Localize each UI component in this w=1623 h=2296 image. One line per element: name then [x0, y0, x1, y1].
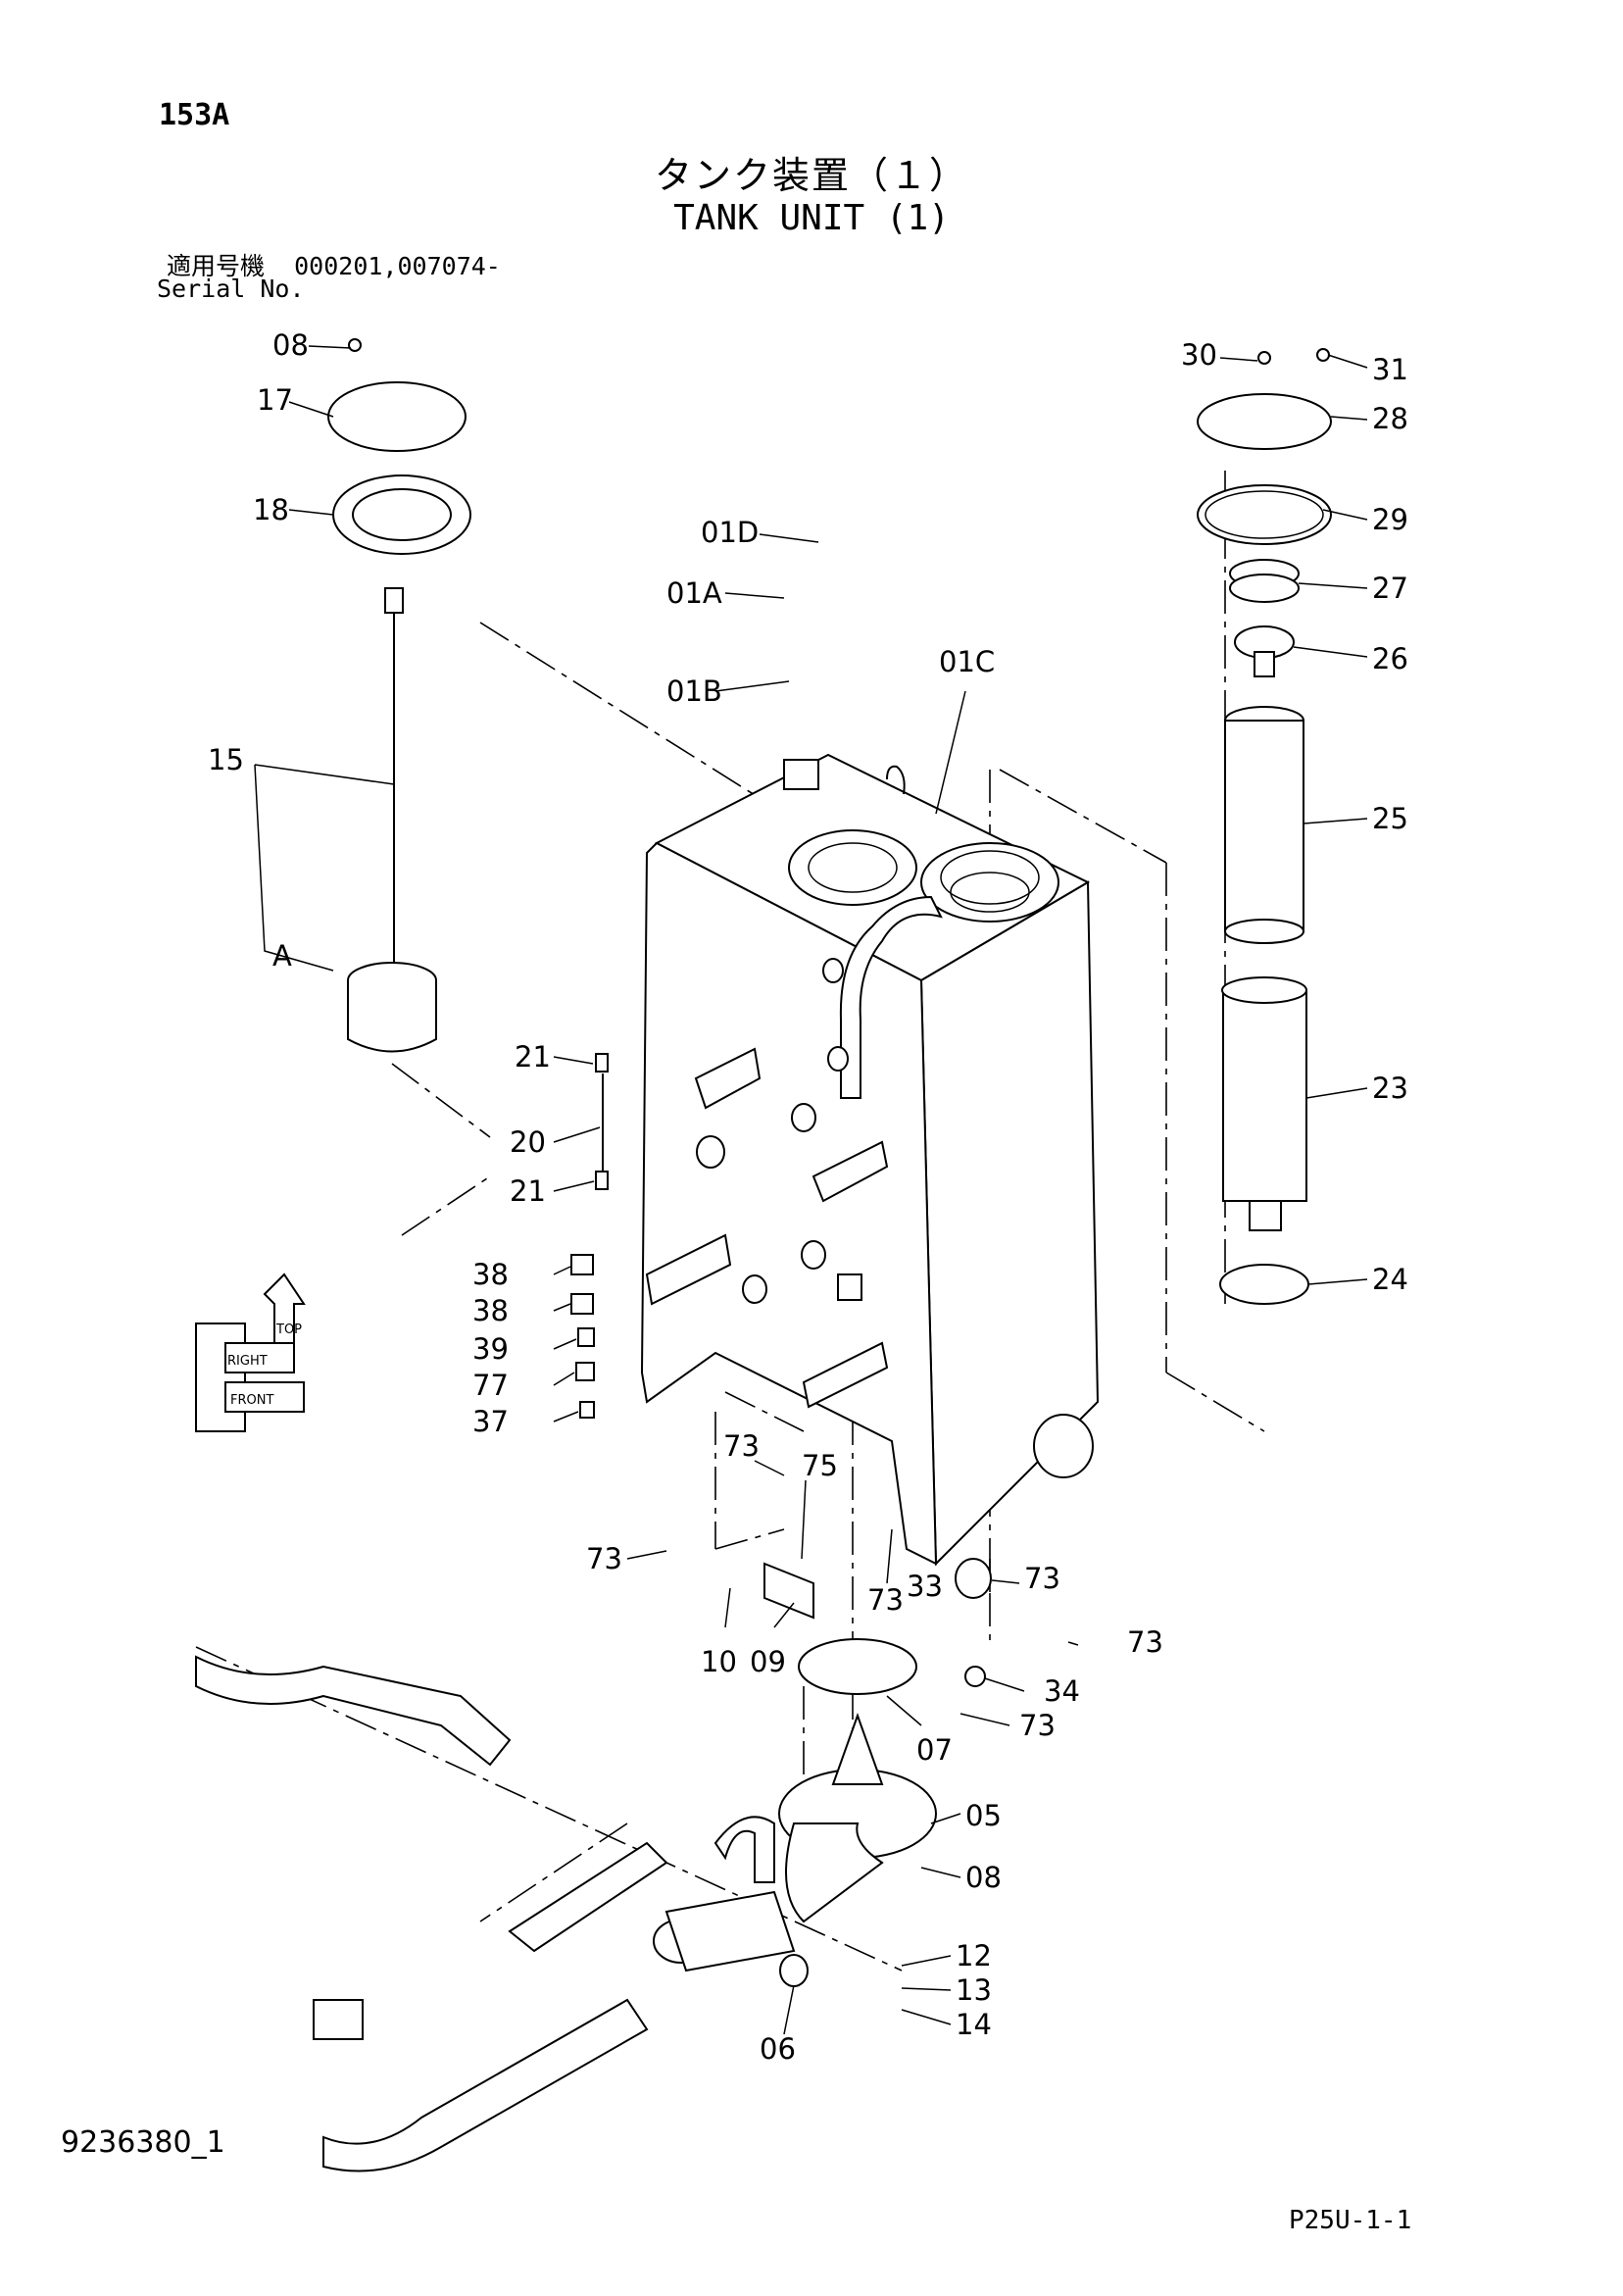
callout-01B: 01B [666, 674, 722, 708]
alignment-lines [195, 471, 1265, 1972]
lower-assembly [195, 1558, 992, 2172]
callout-26: 26 [1372, 642, 1408, 675]
callout-73-e: 73 [1127, 1625, 1163, 1659]
serial-values: 000201,007074- [294, 252, 501, 280]
badge-label-right: RIGHT [227, 1354, 268, 1369]
callout-37: 37 [472, 1405, 509, 1438]
callout-38-a: 38 [472, 1258, 509, 1291]
callout-73-c: 73 [867, 1583, 904, 1617]
sheet-code: P25U-1-1 [1289, 2206, 1412, 2235]
leader-lines [254, 345, 1368, 2035]
callout-28: 28 [1372, 402, 1408, 435]
right-parts [1197, 348, 1332, 1305]
callout-08-b: 08 [965, 1861, 1002, 1894]
callout-01D: 01D [701, 516, 759, 549]
callout-34: 34 [1044, 1674, 1080, 1708]
callout-08: 08 [272, 328, 309, 362]
tank-body [640, 753, 1100, 1567]
callout-21-bottom: 21 [510, 1174, 546, 1208]
callout-75: 75 [802, 1449, 838, 1482]
callout-12: 12 [956, 1939, 992, 1972]
callout-23: 23 [1372, 1072, 1408, 1105]
serial-label-jp: 適用号機 [167, 252, 266, 280]
callout-73-b: 73 [586, 1542, 622, 1575]
callout-17: 17 [257, 383, 293, 417]
callout-73-f: 73 [1019, 1709, 1056, 1742]
callout-21-top: 21 [515, 1040, 551, 1073]
callout-33: 33 [907, 1570, 943, 1603]
badge-label-front: FRONT [230, 1393, 273, 1408]
callout-77: 77 [472, 1369, 509, 1402]
callout-39: 39 [472, 1332, 509, 1366]
callout-06: 06 [760, 2032, 796, 2066]
serial-label-en: Serial No. [157, 275, 305, 303]
title-english: TANK UNIT (1) [673, 198, 950, 238]
callouts: 08 17 18 15 A 01D 01A 01B 01C 30 31 28 2… [208, 328, 1408, 2066]
callout-13: 13 [956, 1973, 992, 2007]
callout-15: 15 [208, 743, 244, 776]
callout-05: 05 [965, 1799, 1002, 1832]
callout-01A: 01A [666, 576, 722, 610]
serial-row: 適用号機 000201,007074- [167, 247, 501, 282]
orientation-badge: RIGHT TOP FRONT [195, 1273, 306, 1432]
callout-31: 31 [1372, 353, 1408, 386]
left-parts [327, 338, 471, 1053]
title-japanese: タンク装置（１） [654, 154, 968, 197]
page-code: 153A [159, 98, 230, 132]
badge-label-top: TOP [275, 1323, 302, 1337]
callout-18: 18 [253, 493, 289, 526]
callout-27: 27 [1372, 572, 1408, 605]
callout-30: 30 [1181, 338, 1217, 372]
callout-10: 10 [701, 1645, 737, 1678]
callout-38-b: 38 [472, 1294, 509, 1327]
callout-A: A [272, 939, 292, 973]
fittings [570, 1053, 609, 1419]
callout-24: 24 [1372, 1263, 1408, 1296]
callout-25: 25 [1372, 802, 1408, 835]
callout-20: 20 [510, 1125, 546, 1159]
callout-29: 29 [1372, 503, 1408, 536]
callout-07: 07 [916, 1733, 953, 1767]
callout-73-a: 73 [723, 1429, 760, 1463]
drawing-number: 9236380_1 [61, 2125, 225, 2160]
callout-73-d: 73 [1024, 1562, 1060, 1595]
callout-01C: 01C [939, 645, 995, 678]
callout-09: 09 [750, 1645, 786, 1678]
callout-14: 14 [956, 2008, 992, 2041]
